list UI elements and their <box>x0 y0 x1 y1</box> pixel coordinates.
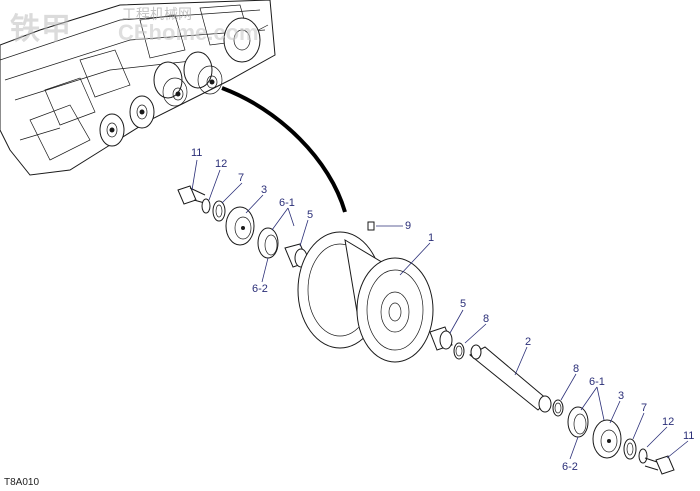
part-label: 1 <box>428 232 434 244</box>
part-label: 6-1 <box>589 376 605 388</box>
part-label: 6-1 <box>279 197 295 209</box>
collar-lower <box>592 419 622 459</box>
bolt-lower <box>644 455 675 475</box>
floating-seal-lower <box>567 406 589 438</box>
seal-ring-lower <box>623 438 637 460</box>
watermark-url: CEhome.com <box>118 20 259 45</box>
shaft <box>469 344 552 413</box>
part-label: 11 <box>683 430 694 442</box>
part-label: 9 <box>405 220 411 232</box>
part-label: 12 <box>662 416 674 428</box>
plug-bolt <box>367 221 375 231</box>
part-label: 6-2 <box>252 283 268 295</box>
washer-upper <box>201 198 211 214</box>
watermark-subtitle: 工程机械网 <box>122 6 192 22</box>
part-label: 8 <box>483 313 489 325</box>
part-label: 11 <box>191 147 202 159</box>
part-label: 5 <box>460 298 466 310</box>
part-label: 12 <box>215 158 227 170</box>
collar-upper <box>225 206 255 246</box>
main-roller <box>297 231 434 363</box>
frame-roller <box>153 61 188 107</box>
figure-code: T8A010 <box>4 477 40 488</box>
frame-roller <box>99 113 125 147</box>
o-ring-right <box>552 399 564 417</box>
frame-roller <box>183 51 223 95</box>
part-label: 7 <box>641 402 647 414</box>
part-label: 7 <box>238 172 244 184</box>
bushing-upper <box>284 243 309 268</box>
part-label: 6-2 <box>562 461 578 473</box>
seal-ring-upper <box>212 200 226 222</box>
part-label: 8 <box>573 363 579 375</box>
callout-arrow <box>221 86 347 213</box>
o-ring-lower <box>453 342 465 360</box>
part-label: 3 <box>261 184 267 196</box>
leader-lines <box>191 159 689 460</box>
washer-lower <box>638 448 648 464</box>
frame-rollers <box>99 17 261 147</box>
bushing-lower <box>429 326 453 351</box>
part-label: 3 <box>618 390 624 402</box>
watermark-brand: 铁甲 <box>10 13 72 46</box>
frame-roller <box>223 17 261 63</box>
part-label: 5 <box>307 209 313 221</box>
part-label: 2 <box>525 336 531 348</box>
part-labels: 11 12 7 3 6-1 5 6-2 9 1 5 8 2 8 6-1 3 7 … <box>191 147 694 473</box>
frame-roller <box>129 95 155 129</box>
floating-seal-upper <box>257 227 279 259</box>
